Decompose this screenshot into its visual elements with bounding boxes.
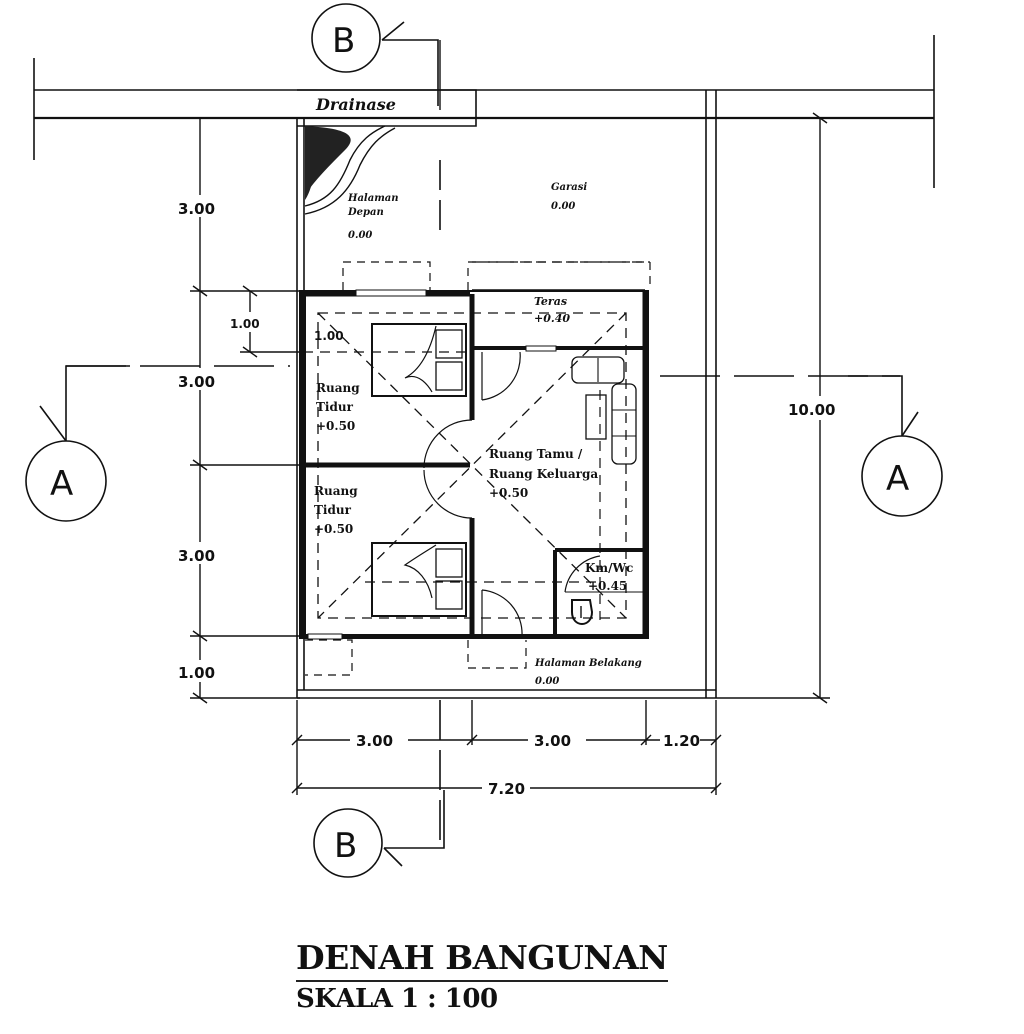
bedroom-2-level: +0.50	[314, 522, 353, 536]
drawing-scale: SKALA 1 : 100	[296, 984, 498, 1014]
drainage-label: Drainase	[315, 95, 396, 114]
dim-bottom-total: 7.20	[488, 780, 525, 798]
garden-plant-icon	[304, 125, 396, 215]
section-b-bottom-letter: B	[334, 826, 357, 866]
dim-bottom-3: 1.20	[663, 732, 700, 750]
garage-label-1: Garasi	[551, 182, 587, 193]
section-a-right-letter: A	[886, 459, 909, 499]
section-a-left-letter: A	[50, 464, 73, 504]
dim-bottom-2: 3.00	[534, 732, 571, 750]
bedroom-1-label-1: Ruang	[316, 381, 360, 395]
garage-label-2: 0.00	[551, 201, 575, 212]
section-marker-a-right	[848, 375, 943, 517]
dimension-labels: 3.00 3.00 3.00 1.00 1.00 1.00 10.00 3.00…	[178, 200, 835, 798]
dim-left-inner: 1.00	[230, 317, 260, 331]
front-yard-label-1: Halaman	[347, 193, 399, 204]
section-b-top-letter: B	[332, 21, 355, 61]
bathroom-label: Km/Wc	[585, 561, 633, 575]
section-marker-b-top	[311, 3, 439, 106]
terrace-label: Teras	[534, 295, 567, 308]
dim-left-1: 3.00	[178, 200, 215, 218]
dim-left-3: 3.00	[178, 547, 215, 565]
drawing-title-block: DENAH BANGUNAN SKALA 1 : 100	[296, 938, 668, 1016]
dim-left-4: 1.00	[178, 664, 215, 682]
bedroom-2-label-2: Tidur	[314, 503, 352, 517]
section-marker-b-bottom	[313, 790, 445, 878]
bedroom-2-label-1: Ruang	[314, 484, 358, 498]
terrace-level: +0.40	[534, 312, 570, 325]
living-label-2: Ruang Keluarga	[489, 467, 598, 481]
dim-inner-offset: 1.00	[314, 329, 344, 343]
front-yard-label-2: Depan	[347, 207, 384, 218]
dim-bottom-1: 3.00	[356, 732, 393, 750]
drawing-title: DENAH BANGUNAN	[296, 938, 668, 982]
bedroom-1-level: +0.50	[316, 419, 355, 433]
bathroom-level: +0.45	[588, 579, 627, 593]
back-yard-label-2: 0.00	[535, 676, 559, 687]
section-marker-a-left	[25, 365, 130, 522]
front-yard-label-3: 0.00	[348, 230, 372, 241]
living-level: +0.50	[489, 486, 528, 500]
living-label-1: Ruang Tamu /	[489, 447, 583, 461]
dim-right-total: 10.00	[788, 401, 835, 419]
dim-left-2: 3.00	[178, 373, 215, 391]
back-yard-label-1: Halaman Belakang	[534, 658, 642, 669]
bedroom-1-label-2: Tidur	[316, 400, 354, 414]
